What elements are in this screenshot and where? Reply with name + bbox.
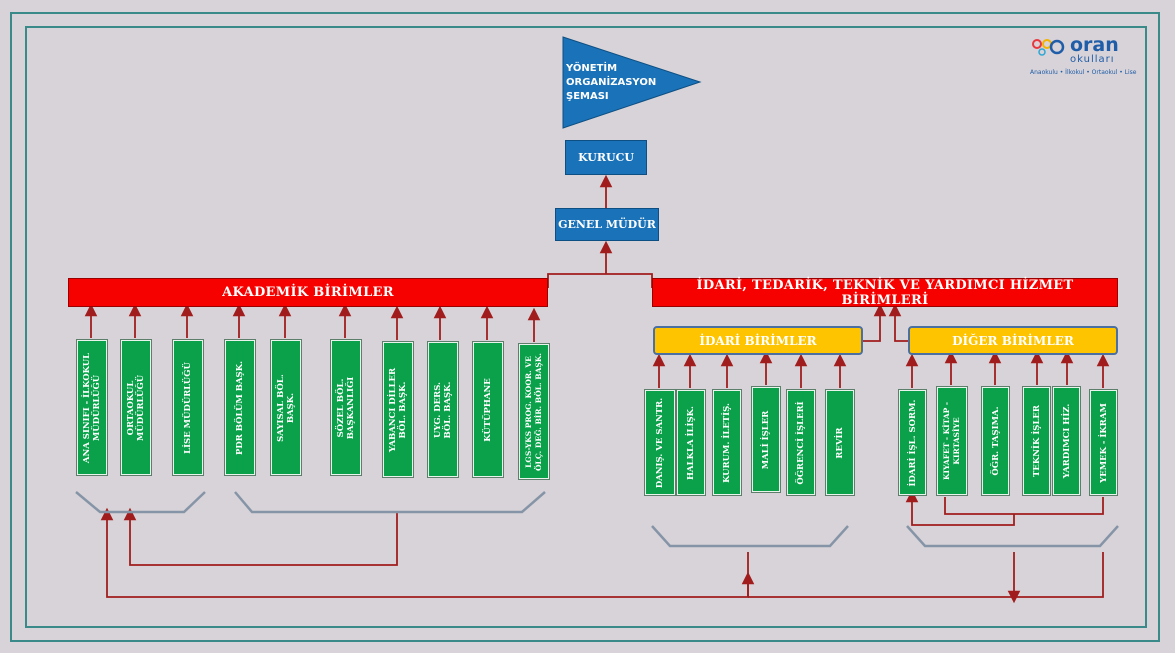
unit-label-line: LGS-YKS PROG. KOOR. VE	[524, 355, 533, 468]
outer-frame	[10, 12, 1160, 642]
unit-label-line: TEKNİK İŞLER	[1031, 405, 1042, 477]
kurucu-box: KURUCU	[565, 140, 647, 175]
unit-kurumsal-iletisim: KURUM. İLETİŞ.	[712, 389, 742, 496]
unit-yardimci-hiz: YARDIMCI HİZ.	[1052, 386, 1081, 496]
unit-idari-isl-sorm: İDARİ İŞL. SORM.	[898, 389, 927, 496]
unit-label-line: ÖĞRENCİ İŞLERİ	[796, 400, 806, 485]
unit-label-line: MÜDÜRLÜĞÜ	[92, 374, 102, 441]
unit-ogr-tasima: ÖĞR. TAŞIMA.	[981, 386, 1010, 496]
unit-label-line: PDR BÖLÜM BAŞK.	[235, 360, 245, 455]
unit-sozel: SÖZEL BÖL.BAŞKANLIĞI	[330, 339, 362, 476]
unit-label-line: YARDIMCI HİZ.	[1061, 403, 1072, 479]
title-pennant-shape	[562, 36, 702, 129]
logo-name: oran	[1070, 34, 1119, 56]
unit-teknik-isler: TEKNİK İŞLER	[1022, 386, 1051, 496]
genel-mudur-box: GENEL MÜDÜR	[555, 208, 659, 241]
logo-circles-icon	[1032, 39, 1065, 56]
unit-yemek-ikram: YEMEK - İKRAM	[1089, 389, 1118, 496]
unit-halkla-iliskiler: HALKLA İLİŞK.	[676, 389, 706, 496]
unit-revir: REVİR	[825, 389, 855, 496]
akademik-birimler-box: AKADEMİK BİRİMLER	[68, 278, 548, 307]
diger-birimler-box: DİĞER BİRİMLER	[908, 326, 1118, 355]
unit-label-line: SAYISAL BÖL.	[276, 373, 286, 442]
unit-label-line: BÖL. BAŞK.	[398, 381, 408, 438]
unit-label-line: BÖL. BAŞK.	[443, 381, 453, 438]
unit-label-line: BAŞK.	[286, 392, 296, 423]
unit-label-line: SÖZEL BÖL.	[336, 378, 346, 437]
unit-label-line: ORTAOKUL	[126, 380, 136, 435]
unit-label-line: REVİR	[835, 426, 845, 459]
unit-pdr: PDR BÖLÜM BAŞK.	[224, 339, 256, 476]
title-line-1: YÖNETİM	[566, 63, 618, 74]
unit-label-line: KURUM. İLETİŞ.	[722, 402, 732, 483]
title-line-2: ORGANİZASYON	[566, 77, 657, 88]
inner-frame	[25, 26, 1147, 628]
unit-label-line: MÜDÜRLÜĞÜ	[136, 374, 146, 441]
unit-sayisal: SAYISAL BÖL.BAŞK.	[270, 339, 302, 476]
unit-label-line: ÖĞR. TAŞIMA.	[990, 406, 1001, 476]
unit-label-line: UYG. DERS.	[433, 381, 443, 438]
unit-label-line: KIYAFET - KİTAP -	[942, 401, 951, 481]
unit-label-line: BAŞKANLIĞI	[346, 376, 356, 439]
idari-birimler-box: İDARİ BİRİMLER	[653, 326, 863, 355]
logo-tagline: Anaokulu • İlkokul • Ortaokul • Lise	[1030, 69, 1137, 76]
unit-kiyafet-kitap: KIYAFET - KİTAP -KIRTASİYE	[936, 386, 968, 496]
unit-label-line: HALKLA İLİŞK.	[686, 405, 696, 480]
unit-label-line: ÖLÇ. DEĞ. BİR. BÖL. BAŞK.	[534, 352, 543, 471]
unit-uyg-ders: UYG. DERS.BÖL. BAŞK.	[427, 341, 459, 478]
chart-title: YÖNETİM ORGANİZASYON ŞEMASI	[566, 62, 656, 104]
unit-label-line: KÜTÜPHANE	[483, 377, 493, 442]
unit-danisma: DANIŞ. VE SANTR.	[644, 389, 676, 496]
unit-label-line: YEMEK - İKRAM	[1098, 402, 1109, 483]
unit-label-line: MALİ İŞLER	[761, 410, 771, 469]
unit-label-line: ANA SINIFI - İLKOKUL	[82, 352, 92, 463]
unit-label-line: İDARİ İŞL. SORM.	[907, 399, 918, 486]
logo-sub: okulları	[1070, 54, 1115, 65]
title-line-3: ŞEMASI	[566, 91, 609, 102]
unit-mali-isler: MALİ İŞLER	[751, 386, 781, 493]
unit-lise: LİSE MÜDÜRLÜĞÜ	[172, 339, 204, 476]
unit-label-line: DANIŞ. VE SANTR.	[655, 397, 665, 488]
oran-logo: oran okulları Anaokulu • İlkokul • Ortao…	[1030, 34, 1145, 84]
unit-label-line: YABANCI DİLLER	[388, 367, 398, 452]
unit-label-line: KIRTASİYE	[952, 417, 961, 465]
unit-label-line: LİSE MÜDÜRLÜĞÜ	[183, 361, 193, 454]
unit-ogrenci-isleri: ÖĞRENCİ İŞLERİ	[786, 389, 816, 496]
unit-kutuphane: KÜTÜPHANE	[472, 341, 504, 478]
idari-tedarik-box: İDARİ, TEDARİK, TEKNİK VE YARDIMCI HİZME…	[652, 278, 1118, 308]
